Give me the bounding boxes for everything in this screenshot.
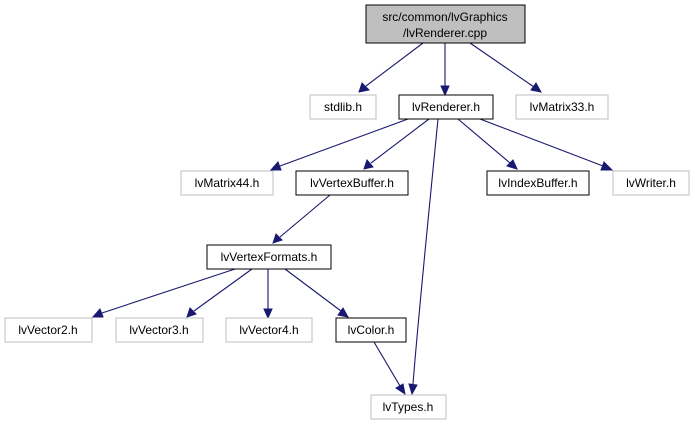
node-lvcolor-label: lvColor.h: [348, 323, 395, 337]
node-stdlib: stdlib.h: [309, 94, 377, 120]
edge-arrowhead: [358, 82, 371, 93]
edge-arrowhead: [408, 383, 418, 396]
node-lvrenderer-label: lvRenderer.h: [412, 100, 480, 114]
node-lvvertexbuffer-label: lvVertexBuffer.h: [310, 176, 394, 190]
edge-lvrenderer-lvtypes: [412, 118, 439, 385]
edge-lvrenderer-lvwriter: [479, 118, 604, 167]
node-lvcolor[interactable]: lvColor.h: [335, 317, 407, 343]
edge-lvrenderer-lvvertexbuffer: [370, 118, 430, 164]
node-lvvertexformats[interactable]: lvVertexFormats.h: [206, 244, 332, 270]
edge-arrowhead: [395, 383, 406, 396]
node-lvvector2-label: lvVector2.h: [18, 323, 77, 337]
edge-arrowhead: [269, 161, 282, 171]
edge-lvvertexformats-lvvector2: [101, 268, 236, 314]
node-lvvertexformats-label: lvVertexFormats.h: [221, 250, 318, 264]
node-root-label-line1: src/common/lvGraphics: [382, 10, 507, 24]
node-lvtypes: lvTypes.h: [370, 394, 447, 420]
edge-lvvertexformats-lvvector3: [193, 268, 253, 312]
node-lvvector4-label: lvVector4.h: [239, 323, 298, 337]
nodes-layer: src/common/lvGraphics /lvRenderer.cpp st…: [4, 4, 690, 420]
node-lvmatrix33-label: lvMatrix33.h: [530, 100, 595, 114]
edge-arrowhead: [506, 159, 518, 170]
edge-arrowhead: [91, 308, 104, 318]
node-lvwriter-label: lvWriter.h: [626, 176, 676, 190]
node-lvvector2: lvVector2.h: [4, 317, 93, 343]
node-lvrenderer[interactable]: lvRenderer.h: [398, 94, 494, 120]
node-lvvector3-label: lvVector3.h: [129, 323, 188, 337]
node-lvindexbuffer-label: lvIndexBuffer.h: [498, 176, 577, 190]
node-stdlib-label: stdlib.h: [324, 100, 362, 114]
node-lvindexbuffer[interactable]: lvIndexBuffer.h: [486, 170, 590, 196]
edge-arrowhead: [530, 82, 542, 93]
node-lvmatrix33: lvMatrix33.h: [515, 94, 609, 120]
node-lvvertexbuffer[interactable]: lvVertexBuffer.h: [295, 170, 409, 196]
edge-arrowhead: [337, 307, 349, 318]
edge-arrowhead: [186, 307, 197, 318]
edge-arrowhead: [440, 85, 450, 97]
node-lvmatrix44-label: lvMatrix44.h: [195, 176, 260, 190]
edge-lvcolor-lvtypes: [373, 341, 401, 387]
node-root-label-line2: /lvRenderer.cpp: [403, 26, 487, 40]
edge-arrowhead: [600, 161, 614, 171]
edge-arrowhead: [363, 159, 374, 170]
edge-lvvertexbuffer-lvvertexformats: [279, 194, 331, 238]
node-lvtypes-label: lvTypes.h: [383, 400, 434, 414]
edge-lvrenderer-lvmatrix44: [279, 118, 409, 167]
edge-lvvertexformats-lvcolor: [284, 268, 342, 312]
edges-layer: [91, 42, 614, 396]
node-root-file[interactable]: src/common/lvGraphics /lvRenderer.cpp: [365, 4, 526, 44]
edge-root-lvmatrix33: [469, 42, 535, 88]
node-lvvector3: lvVector3.h: [115, 317, 204, 343]
node-lvvector4: lvVector4.h: [225, 317, 313, 343]
edge-lvrenderer-lvindexbuffer: [457, 118, 511, 164]
edge-root-stdlib: [365, 42, 424, 87]
node-lvwriter: lvWriter.h: [612, 170, 690, 196]
edge-arrowhead: [272, 233, 283, 244]
node-lvmatrix44: lvMatrix44.h: [180, 170, 274, 196]
edge-arrowhead: [263, 308, 273, 320]
